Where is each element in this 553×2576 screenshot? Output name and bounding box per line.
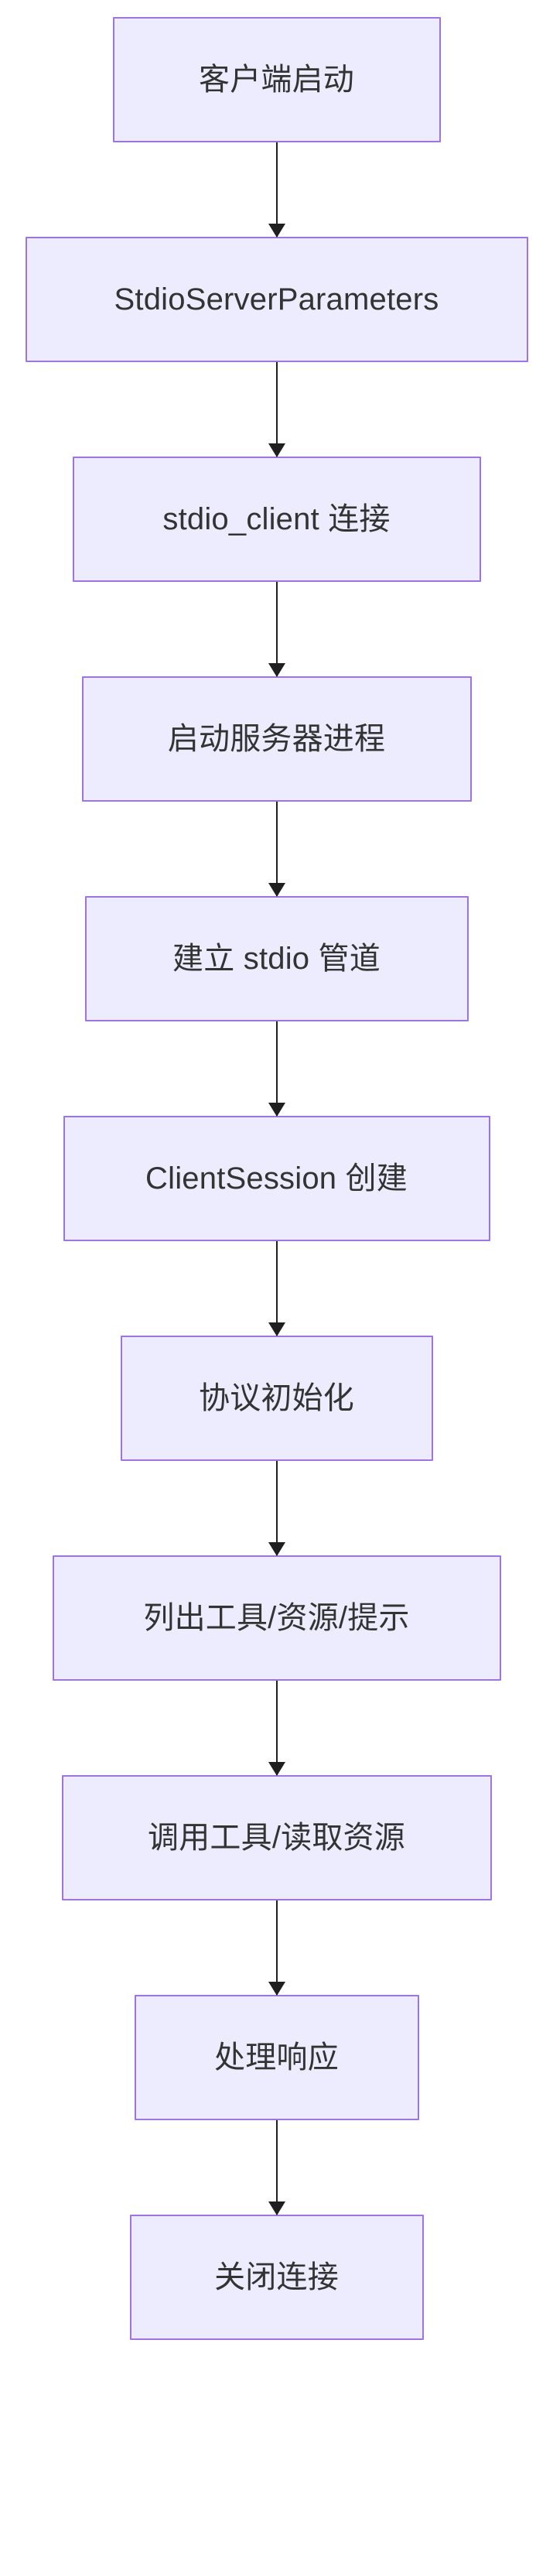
flow-node-client-start[interactable]: 客户端启动 — [112, 17, 441, 142]
flow-step-7: 协议初始化 — [0, 1336, 553, 1555]
flow-arrow-6 — [275, 1241, 278, 1336]
flow-step-4: 启动服务器进程 — [0, 676, 553, 896]
flow-step-5: 建立 stdio 管道 — [0, 896, 553, 1116]
flow-node-stdio-client-connect[interactable]: stdio_client 连接 — [72, 457, 481, 582]
flow-step-10: 处理响应 — [0, 1995, 553, 2215]
flow-step-6: ClientSession 创建 — [0, 1116, 553, 1336]
flow-arrow-4 — [275, 802, 278, 896]
flow-step-1: 客户端启动 — [0, 17, 553, 237]
flow-node-stdio-server-parameters[interactable]: StdioServerParameters — [25, 237, 528, 362]
flow-node-call-tool-read-resource[interactable]: 调用工具/读取资源 — [61, 1775, 492, 1900]
flow-step-11: 关闭连接 — [0, 2215, 553, 2340]
flow-arrow-9 — [275, 1900, 278, 1995]
flow-arrow-1 — [275, 142, 278, 237]
flow-node-protocol-init[interactable]: 协议初始化 — [120, 1336, 433, 1461]
flow-step-3: stdio_client 连接 — [0, 457, 553, 676]
flow-node-close-connection[interactable]: 关闭连接 — [129, 2215, 424, 2340]
flow-node-handle-response[interactable]: 处理响应 — [134, 1995, 419, 2120]
flow-node-establish-stdio-pipe[interactable]: 建立 stdio 管道 — [84, 896, 469, 1021]
flow-arrow-7 — [275, 1461, 278, 1555]
flow-arrow-10 — [275, 2120, 278, 2215]
flow-step-8: 列出工具/资源/提示 — [0, 1555, 553, 1775]
flow-node-start-server-process[interactable]: 启动服务器进程 — [81, 676, 472, 802]
flow-arrow-8 — [275, 1681, 278, 1775]
flow-arrow-2 — [275, 362, 278, 457]
flow-node-list-tools-resources-prompts[interactable]: 列出工具/资源/提示 — [52, 1555, 501, 1681]
flow-arrow-3 — [275, 582, 278, 676]
flow-step-9: 调用工具/读取资源 — [0, 1775, 553, 1995]
flow-node-client-session-create[interactable]: ClientSession 创建 — [63, 1116, 490, 1241]
flow-arrow-5 — [275, 1021, 278, 1116]
flow-step-2: StdioServerParameters — [0, 237, 553, 457]
